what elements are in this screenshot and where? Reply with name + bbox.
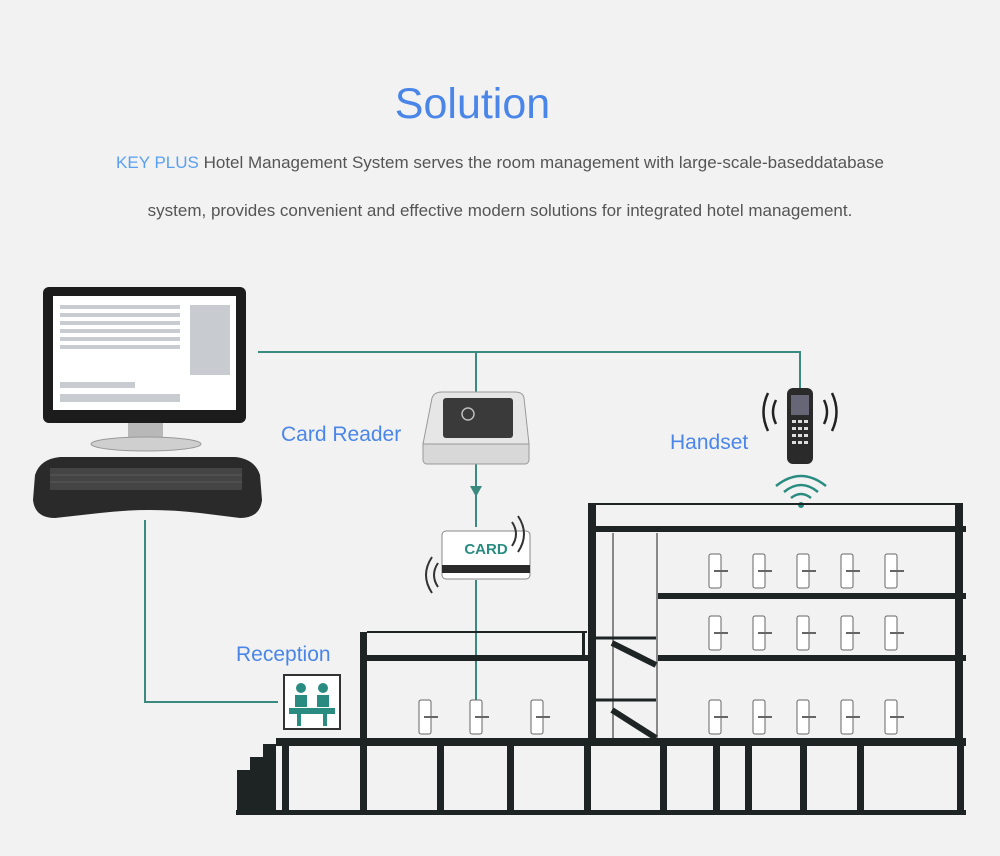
intro-line-1-text: Hotel Management System serves the room … [198, 153, 884, 172]
intro-line-2: system, provides convenient and effectiv… [147, 201, 853, 220]
hotel-building [236, 503, 966, 815]
computer-monitor-icon [43, 287, 246, 452]
brand-name: KEY PLUS [116, 153, 199, 172]
card-icon: CARD [425, 515, 531, 594]
door-lock-icon [418, 553, 898, 735]
page-title: Solution [394, 80, 551, 128]
handset-label: Handset [670, 431, 748, 454]
card-reader-label: Card Reader [281, 423, 401, 446]
keyboard-icon [33, 457, 262, 518]
door-lock-handles [424, 570, 904, 718]
connector-lines [144, 351, 801, 703]
intro-line-1: KEY PLUS Hotel Management System serves … [0, 153, 1000, 173]
reception-icon [283, 674, 341, 730]
card-text: CARD [464, 541, 507, 558]
handset-icon [762, 388, 838, 464]
wifi-signal-icon [775, 474, 827, 500]
reception-label: Reception [236, 643, 331, 666]
card-reader-icon [422, 391, 530, 465]
arrow-head-icon [470, 486, 482, 497]
